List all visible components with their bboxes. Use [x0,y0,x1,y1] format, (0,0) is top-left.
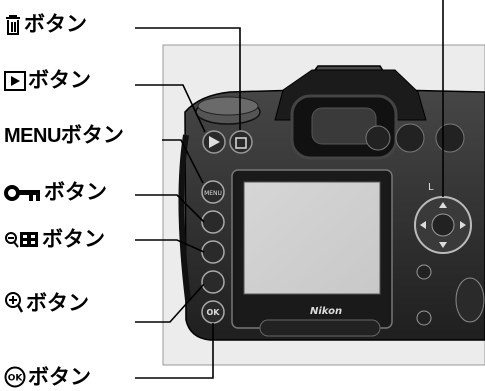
label-zoom-out-text: ボタン [42,227,105,251]
callout-delete [135,27,241,130]
label-menu-button: MENU ボタン [4,125,124,146]
callout-ok [135,323,214,379]
label-protect-button: ボタン [4,182,107,203]
live-view-button [416,310,432,326]
callout-zoom-in [135,283,205,323]
callout-menu [162,139,204,184]
mode-dial-top [197,96,259,116]
left-button-column: MENU OK [201,180,225,324]
play-icon [4,70,26,91]
label-zoom-in-button: ボタン [4,292,89,314]
zoom-in-icon [4,292,24,314]
multi-selector-center [431,213,455,237]
callout-lines [135,0,444,379]
label-protect-text: ボタン [44,180,107,204]
info-button [416,264,432,280]
zoom-in-button [201,270,225,294]
delete-button [229,130,253,154]
delete-button-glyph [235,137,247,149]
callout-zoom-out [135,239,205,253]
callout-playback [135,84,206,133]
label-delete-button: ボタン [4,14,87,35]
key-icon [4,184,42,202]
protect-button [201,210,225,234]
camera-side-edge [178,134,191,301]
rear-command-dial [455,277,485,323]
brand-logo: Nikon [310,306,342,317]
menu-button [201,180,225,204]
monitor-screen [243,181,381,295]
zoom-out-thumbnail-icon [4,230,40,250]
af-on-button [435,123,465,153]
label-playback-text: ボタン [28,68,91,92]
playback-button-glyph [209,136,220,148]
label-delete-text: ボタン [24,12,87,36]
label-ok-button: OK ボタン [4,366,91,388]
menu-button-text: MENU [204,190,222,197]
af-lock-button [395,123,425,153]
label-ok-text: ボタン [28,364,91,389]
selector-lock-letter: L [428,182,434,193]
label-menu-text: ボタン [60,123,124,147]
label-zoom-in-text: ボタン [26,290,89,315]
ok-button-text: OK [207,308,221,317]
ok-icon-text: OK [8,374,24,384]
monitor-cover-strip [259,319,381,337]
ae-lock-button [365,125,391,151]
trash-icon [4,14,22,35]
menu-word: MENU [4,124,61,147]
label-playback-button: ボタン [4,70,91,91]
label-zoom-out-button: ボタン [4,229,105,250]
zoom-out-button [201,240,225,264]
ok-circle-icon: OK [4,366,26,388]
callout-protect [135,194,205,223]
